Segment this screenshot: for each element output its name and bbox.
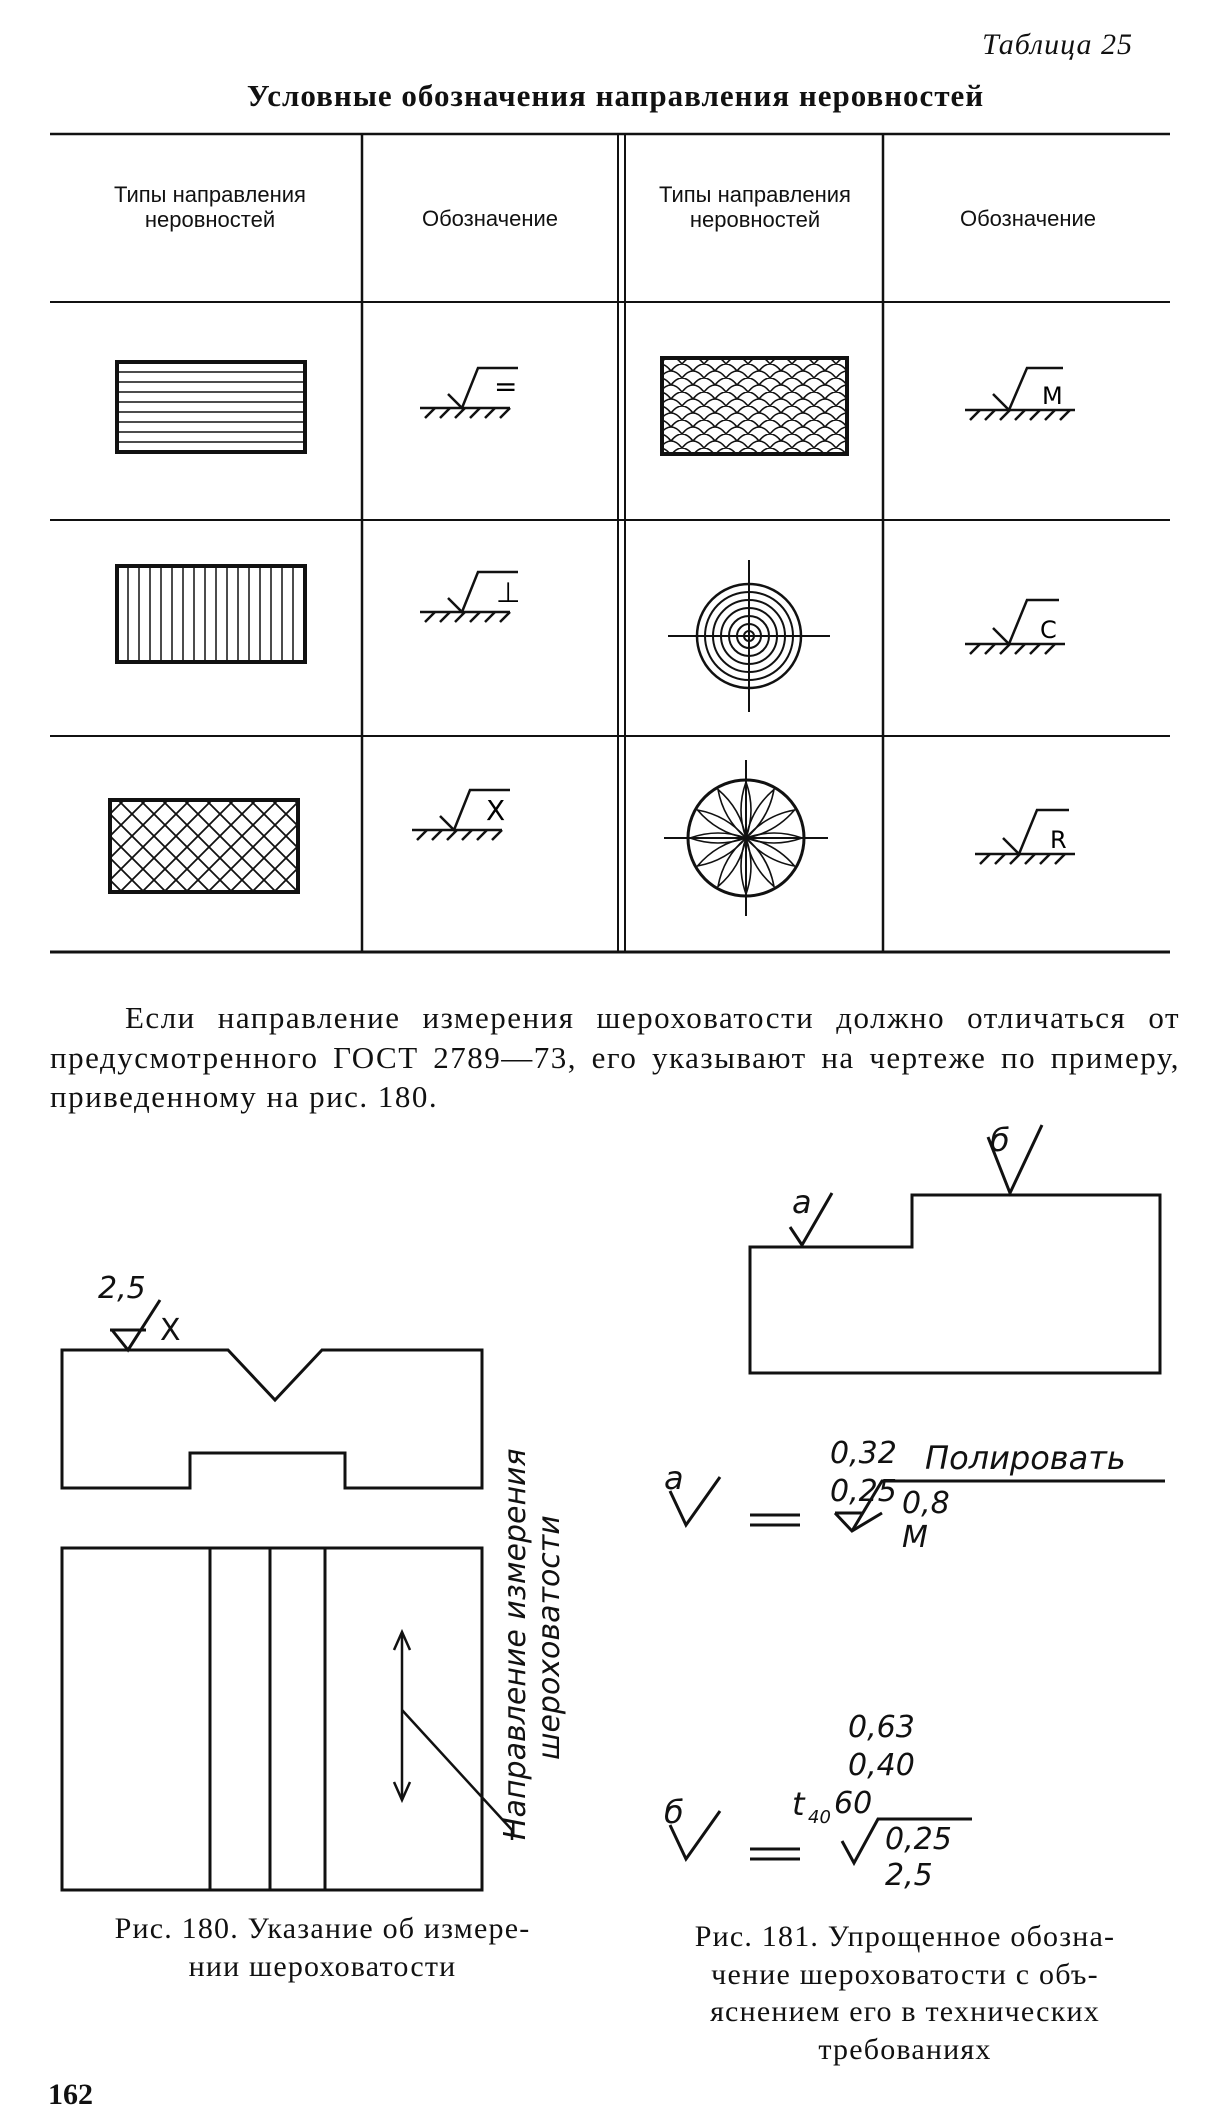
symbol-circular: C: [1040, 616, 1057, 644]
header-col-type-right: Типы направления неровностей: [659, 182, 851, 233]
header-col-symbol-left: Обозначение: [421, 206, 559, 231]
roughness-symbol-icon: [965, 366, 1075, 421]
fig180-side-label-line2: шероховатости: [532, 1515, 567, 1760]
caption-181-line1: Рис. 181. Упрощенное обозна-: [694, 1920, 1116, 1953]
page-number: 162: [48, 2078, 93, 2111]
table-number-label: Таблица 25: [982, 28, 1133, 61]
roughness-symbol-icon: [420, 366, 518, 419]
figure-180-caption: Рис. 180. Указание об измере- нии шерохо…: [50, 1910, 595, 1985]
symbol-arbitrary: M: [1042, 382, 1063, 410]
header-col-type-left: Типы направления неровностей: [114, 182, 306, 233]
eq-a-instruction: Полировать: [925, 1439, 1126, 1477]
caption-180-line1: Рис. 180. Указание об измере-: [114, 1912, 531, 1945]
concentric-circles-pattern-icon: [668, 560, 830, 712]
table-title: Условные обозначения направления неровно…: [246, 78, 985, 113]
caption-181-line2: чение шероховатости с объ-: [711, 1957, 1099, 1991]
roughness-symbol-icon: [412, 788, 510, 841]
symbol-crossed: X: [486, 794, 505, 827]
eq-b-t-value: 60: [834, 1786, 872, 1821]
fig180-side-label-line1: Направление измерения: [498, 1448, 533, 1840]
eq-a-symbol: M: [902, 1520, 928, 1555]
scale-crossing-arcs-pattern-icon: [660, 356, 849, 456]
roughness-symbol-icon: [965, 598, 1065, 655]
eq-a-label: a: [664, 1459, 684, 1497]
figure-181-caption: Рис. 181. Упрощенное обозна- чение шерох…: [620, 1918, 1190, 2068]
eq-b-value-1: 0,63: [848, 1710, 915, 1745]
fig180-direction-symbol: X: [160, 1313, 181, 1348]
eq-b-value-3: 0,25: [885, 1822, 952, 1857]
eq-b-label: б: [664, 1793, 684, 1831]
header-col-symbol-right: Обозначение: [959, 206, 1097, 231]
fig181-label-b: б: [990, 1121, 1010, 1159]
radial-pattern-icon: [664, 760, 828, 916]
fig181-label-a: a: [792, 1183, 812, 1221]
eq-b-t-sub: 40: [808, 1807, 831, 1828]
eq-a-value-2: 0,25: [830, 1474, 897, 1509]
roughness-symbol-icon: [975, 808, 1075, 865]
symbol-parallel: =: [494, 370, 517, 403]
caption-181-line4: требованиях: [818, 2032, 992, 2066]
eq-b-value-4: 2,5: [885, 1858, 933, 1893]
roughness-direction-table: = ⊥ X M C R: [50, 132, 1170, 954]
roughness-symbol-icon: [420, 570, 518, 623]
caption-180-line2: нии шероховатости: [188, 1949, 457, 1983]
symbol-perpendicular: ⊥: [496, 576, 520, 609]
figure-181: a б a 0,32 Полировать 0,25 0,8 M б 0,63 …: [664, 1121, 1165, 1893]
fig180-roughness-value: 2,5: [98, 1271, 146, 1306]
figure-180: 2,5 X Направление измерения шероховатост…: [60, 1271, 567, 1892]
parallel-lines-pattern-icon: [115, 360, 307, 454]
eq-a-value-1: 0,32: [830, 1436, 897, 1471]
crossed-hatch-pattern-icon: [108, 798, 300, 894]
symbol-radial: R: [1050, 826, 1067, 854]
body-paragraph: Если направление измерения шероховатости…: [50, 1000, 1180, 1115]
eq-b-t-prefix: t: [792, 1785, 806, 1823]
eq-a-value-3: 0,8: [902, 1486, 950, 1521]
perpendicular-lines-pattern-icon: [115, 564, 307, 664]
caption-181-line3: яснением его в технических: [710, 1995, 1100, 2028]
eq-b-value-2: 0,40: [848, 1748, 915, 1783]
